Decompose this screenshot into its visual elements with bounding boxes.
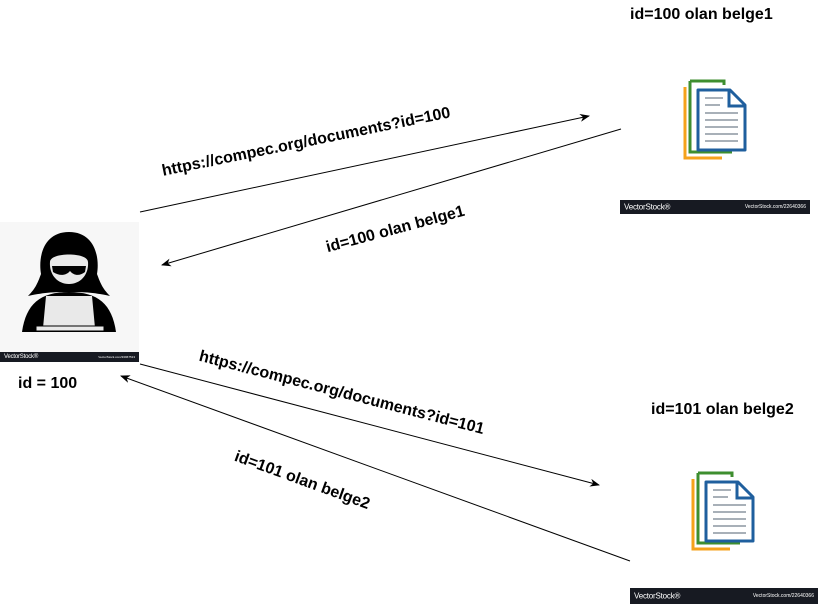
hacker-icon [0, 222, 139, 352]
attacker-id-label: id = 100 [18, 375, 78, 392]
document-icon [691, 471, 755, 551]
response2-arrow [120, 375, 631, 562]
doc1-title: id=100 olan belge1 [630, 6, 773, 23]
doc2-title: id=101 olan belge2 [651, 401, 794, 418]
doc2-panel: VectorStock® VectorStock.com/22640366 [630, 460, 820, 604]
request2-arrow [139, 363, 600, 487]
doc1-panel: VectorStock® VectorStock.com/22640366 [620, 70, 812, 214]
attacker-panel: VectorStock® VectorStock.com/33967513 [0, 222, 139, 362]
doc2-banner: VectorStock® VectorStock.com/22640366 [630, 588, 818, 604]
response1-arrow [161, 128, 622, 267]
document-icon [683, 79, 747, 160]
attacker-banner: VectorStock® VectorStock.com/33967513 [0, 352, 139, 362]
doc1-banner: VectorStock® VectorStock.com/22640366 [620, 200, 810, 214]
request1-arrow [139, 113, 590, 213]
